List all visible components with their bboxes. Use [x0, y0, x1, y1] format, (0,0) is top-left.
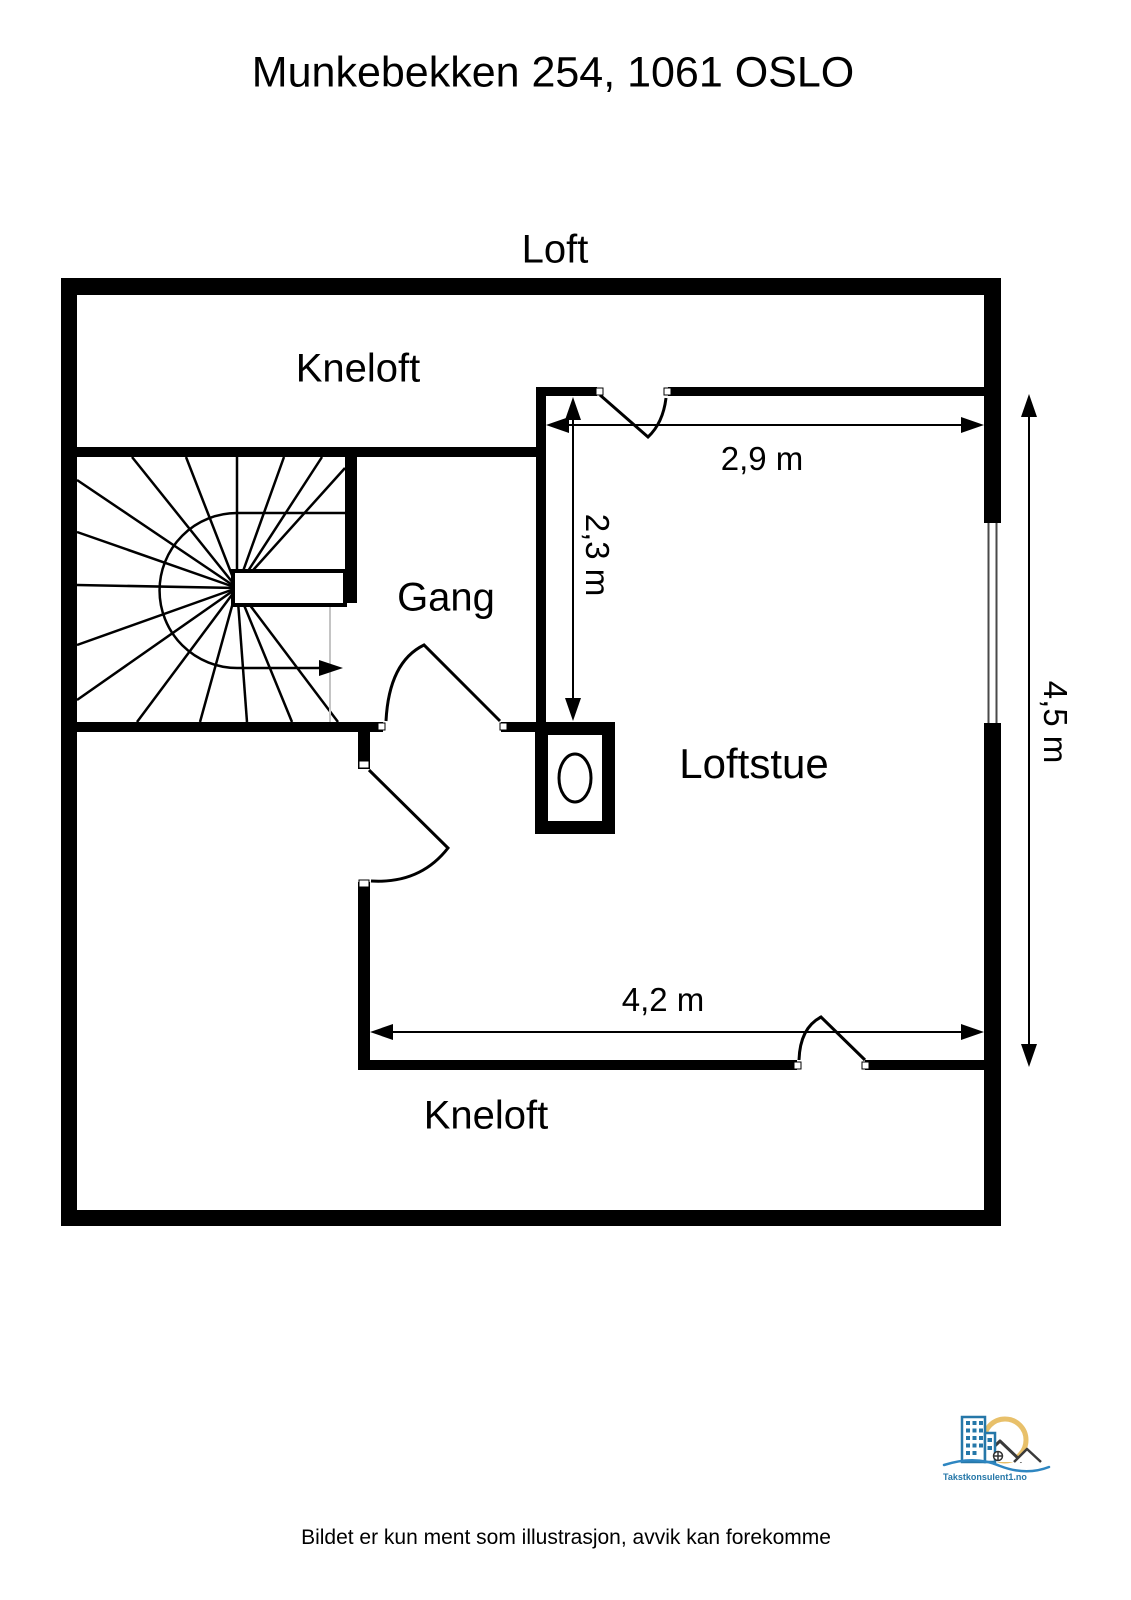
stair-direction-arrow — [319, 660, 343, 676]
wall-outer-bottom — [61, 1210, 1001, 1226]
stair-walkline — [158, 511, 345, 670]
chimney — [535, 722, 615, 834]
logo-roof-small-icon — [1013, 1447, 1042, 1463]
page-title: Munkebekken 254, 1061 OSLO — [251, 48, 855, 97]
wall-outer-top — [61, 278, 1001, 295]
wall-gang-south-left — [77, 722, 383, 732]
room-label-loftstue: Loftstue — [679, 740, 829, 787]
door-loftstue-top — [595, 387, 672, 440]
dim-line-2-3m — [565, 397, 581, 721]
wall-loftstue-top-left — [536, 387, 597, 396]
wall-stair-right — [345, 447, 357, 603]
wall-outer-left — [61, 278, 77, 1226]
dim-label-2-3m: 2,3 m — [579, 513, 616, 597]
company-logo — [942, 1415, 1051, 1473]
dim-line-2-9m — [546, 417, 984, 433]
logo-round-window-icon — [992, 1450, 1004, 1462]
room-label-kneloft-top: Kneloft — [295, 346, 421, 391]
chimney-flue — [557, 752, 593, 804]
staircase — [76, 456, 347, 723]
doors — [358, 387, 870, 1070]
logo-text: Takstkonsulent1.no — [943, 1472, 1027, 1482]
door-kneloft-south — [793, 1015, 870, 1070]
door-gang-south — [377, 643, 508, 731]
dim-line-4-5m — [1021, 394, 1037, 1067]
dim-label-4-5m: 4,5 m — [1037, 680, 1074, 764]
dim-line-4-2m — [370, 1024, 984, 1040]
disclaimer-text: Bildet er kun ment som illustrasjon, avv… — [301, 1526, 831, 1549]
room-label-gang: Gang — [397, 575, 495, 620]
floor-label: Loft — [521, 227, 589, 272]
wall-stair-top — [77, 447, 536, 457]
stair-treads — [76, 456, 346, 723]
logo-wave-icon — [942, 1459, 1051, 1473]
dimension-lines — [370, 394, 1037, 1067]
wall-gang-south-right — [501, 722, 536, 732]
wall-kneloft-lower — [358, 882, 370, 1070]
dim-label-4-2m: 4,2 m — [621, 981, 705, 1018]
stair-landing — [231, 569, 347, 607]
logo-building-icon — [960, 1415, 997, 1464]
wall-outer-right — [984, 278, 1001, 1226]
wall-gang-loftstue — [536, 387, 546, 732]
wall-loftstue-top-right — [668, 387, 984, 396]
wall-open-bottom-left — [358, 1060, 797, 1070]
wall-open-bottom-right — [865, 1060, 984, 1070]
outer-walls — [61, 278, 1001, 1226]
dim-label-2-9m: 2,9 m — [720, 440, 804, 477]
wall-kneloft-stub — [358, 722, 370, 769]
window-right-wall — [984, 523, 1001, 723]
room-label-kneloft-bottom: Kneloft — [423, 1093, 549, 1138]
door-kneloft-west — [358, 760, 451, 888]
inner-walls — [77, 387, 984, 1070]
